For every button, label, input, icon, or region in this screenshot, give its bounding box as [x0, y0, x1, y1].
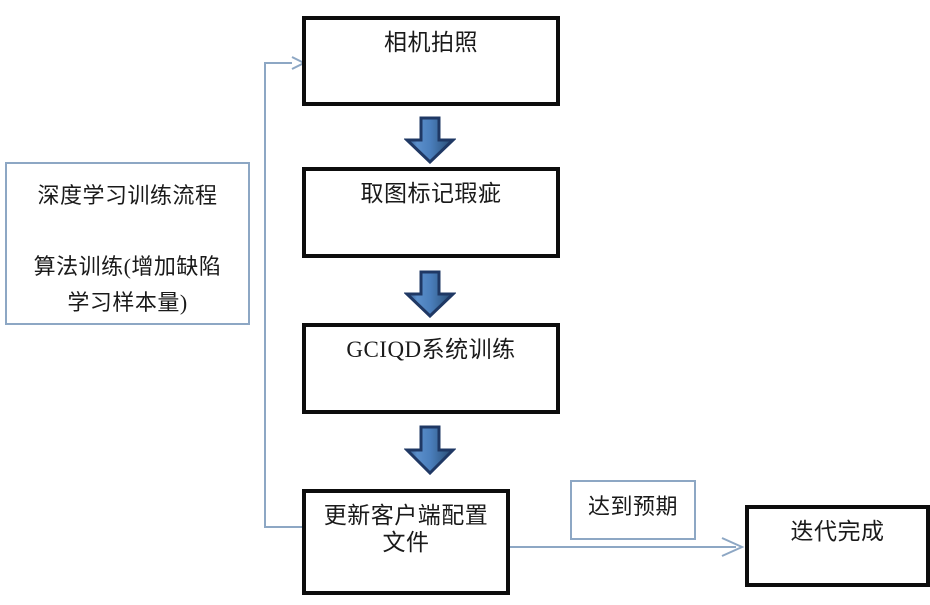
annotation-box-meets-expectation-label: 达到预期	[587, 494, 678, 519]
process-box-update-config[interactable]: 更新客户端配置 文件	[302, 489, 510, 595]
process-box-iteration-done[interactable]: 迭代完成	[745, 505, 930, 587]
feedback-loop-connector	[264, 56, 307, 528]
process-box-update-config-label: 更新客户端配置 文件	[323, 503, 489, 556]
down-arrow-icon-training-to-config	[403, 425, 457, 480]
side-panel-heading: 深度学习训练流程	[37, 183, 218, 208]
down-arrow-icon-capture-to-mark	[403, 116, 457, 169]
process-box-mark-defects[interactable]: 取图标记瑕疵	[302, 167, 560, 258]
config-to-done-connector	[510, 537, 745, 557]
side-panel-training-process: 深度学习训练流程算法训练(增加缺陷 学习样本量)	[5, 162, 250, 325]
process-box-gciqd-training-label: GCIQD系统训练	[346, 337, 516, 362]
process-box-gciqd-training[interactable]: GCIQD系统训练	[302, 323, 560, 414]
annotation-box-meets-expectation: 达到预期	[570, 480, 696, 540]
process-box-mark-defects-label: 取图标记瑕疵	[360, 181, 502, 206]
process-box-camera-capture[interactable]: 相机拍照	[302, 16, 560, 106]
side-panel-text: 深度学习训练流程算法训练(增加缺陷 学习样本量)	[34, 164, 222, 321]
process-box-iteration-done-label: 迭代完成	[790, 519, 885, 544]
side-panel-body: 算法训练(增加缺陷 学习样本量)	[33, 254, 222, 315]
down-arrow-icon-mark-to-training	[403, 270, 457, 323]
process-box-camera-capture-label: 相机拍照	[384, 30, 478, 55]
